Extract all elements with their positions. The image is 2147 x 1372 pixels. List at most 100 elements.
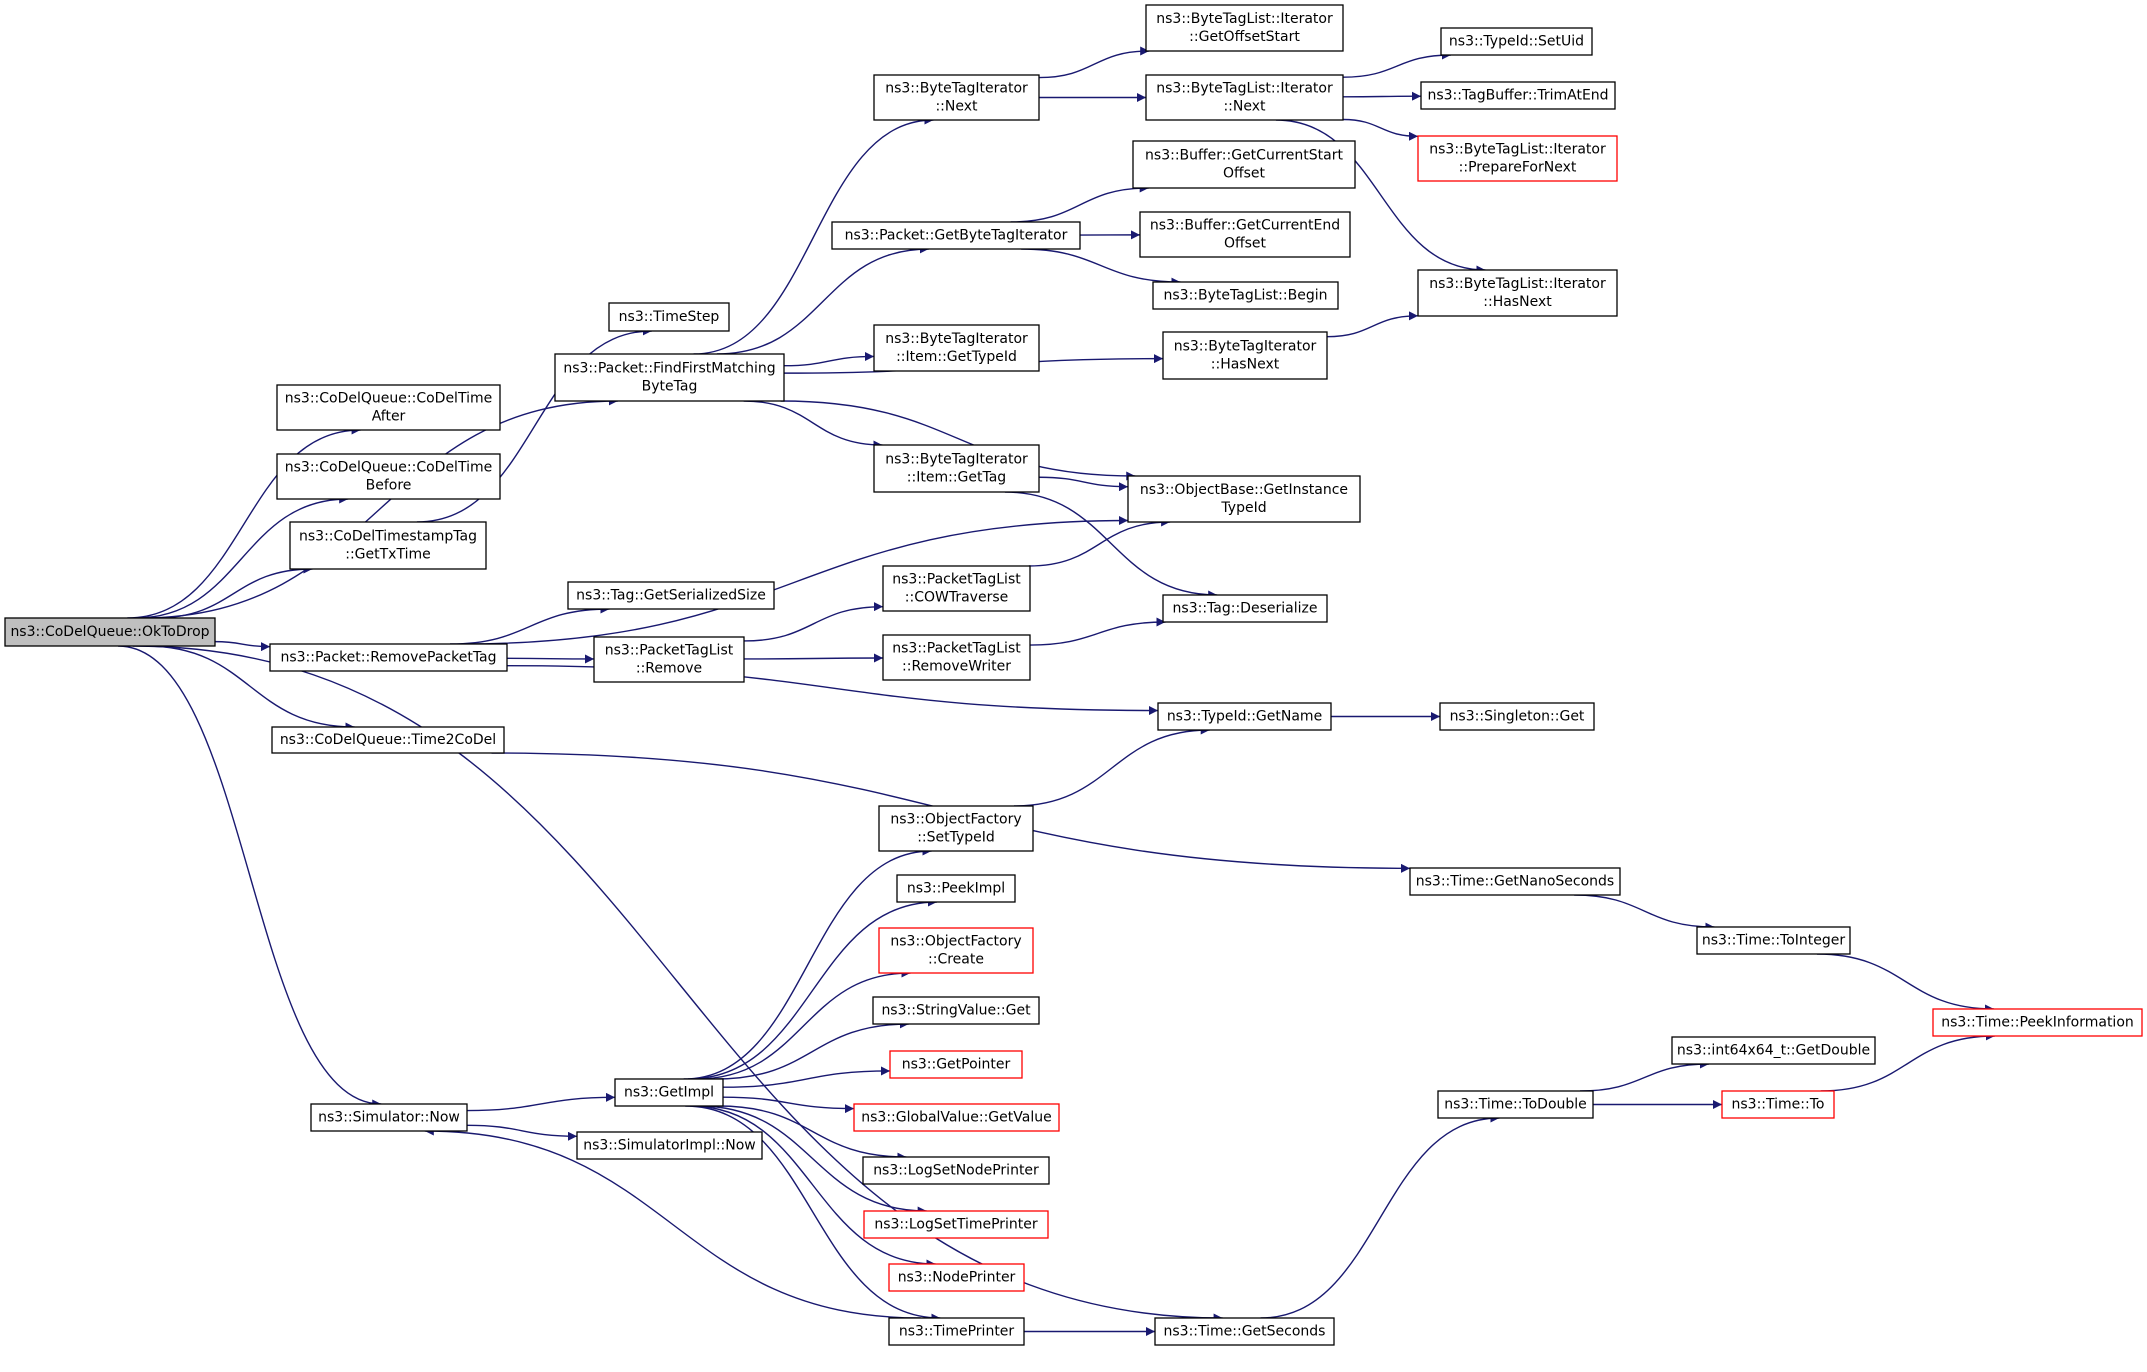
function-node-btlBegin[interactable]: ns3::ByteTagList::Begin xyxy=(1152,281,1339,310)
call-edge-btiHasNext-to-btlHasNext xyxy=(1326,311,1419,338)
node-label: ns3::ByteTagList::Iterator xyxy=(1156,11,1333,27)
function-node-nodePrinter[interactable]: ns3::NodePrinter xyxy=(888,1263,1025,1292)
function-node-ofSetTypeId[interactable]: ns3::ObjectFactory::SetTypeId xyxy=(878,805,1034,852)
function-node-int64GetDouble[interactable]: ns3::int64x64_t::GetDouble xyxy=(1671,1036,1876,1065)
function-node-stringValueGet[interactable]: ns3::StringValue::Get xyxy=(872,996,1040,1025)
function-node-timePeekInfo[interactable]: ns3::Time::PeekInformation xyxy=(1932,1008,2143,1037)
node-label: ns3::Time::ToInteger xyxy=(1702,933,1846,949)
function-node-timeGetNano[interactable]: ns3::Time::GetNanoSeconds xyxy=(1409,867,1621,896)
function-node-timeToDouble[interactable]: ns3::Time::ToDouble xyxy=(1437,1090,1594,1119)
function-node-btiItemGetTypeId[interactable]: ns3::ByteTagIterator::Item::GetTypeId xyxy=(873,324,1040,372)
function-node-btlHasNext[interactable]: ns3::ByteTagList::Iterator::HasNext xyxy=(1417,269,1618,317)
node-label: ns3::StringValue::Get xyxy=(881,1003,1031,1019)
node-label: ns3::Buffer::GetCurrentStart xyxy=(1145,148,1343,164)
call-edge-ptlCOW-to-obGetInstTypeId xyxy=(1028,517,1171,567)
function-node-gvGetValue[interactable]: ns3::GlobalValue::GetValue xyxy=(853,1103,1060,1132)
node-label: ns3::ObjectFactory xyxy=(890,934,1021,950)
call-edge-btlNext-to-typeIdSetUid xyxy=(1342,50,1451,78)
call-edge-getImpl-to-peekImpl xyxy=(687,897,938,1080)
call-edge-simNow-to-simImplNow xyxy=(466,1124,578,1141)
function-node-tagGetSerSize[interactable]: ns3::Tag::GetSerializedSize xyxy=(567,581,775,610)
function-node-btlNext[interactable]: ns3::ByteTagList::Iterator::Next xyxy=(1145,74,1344,121)
node-box xyxy=(1420,81,1616,110)
node-box xyxy=(882,634,1031,681)
node-box xyxy=(554,353,785,402)
node-box xyxy=(310,1103,468,1132)
function-node-btlPrepare[interactable]: ns3::ByteTagList::Iterator::PrepareForNe… xyxy=(1417,135,1618,182)
call-edges xyxy=(118,46,1995,1336)
call-edge-removePacketTag-to-obGetInstTypeId xyxy=(461,515,1129,645)
function-node-okToDrop[interactable]: ns3::CoDelQueue::OkToDrop xyxy=(4,617,216,647)
function-node-logSetNodePrinter[interactable]: ns3::LogSetNodePrinter xyxy=(862,1156,1050,1185)
function-nodes: ns3::CoDelQueue::OkToDropns3::CoDelQueue… xyxy=(4,4,2143,1346)
function-node-ptlRemove[interactable]: ns3::PacketTagList::Remove xyxy=(593,636,745,683)
function-node-timeStep[interactable]: ns3::TimeStep xyxy=(608,302,730,332)
node-label: ns3::Time::ToDouble xyxy=(1444,1097,1587,1113)
function-node-getBTI[interactable]: ns3::Packet::GetByteTagIterator xyxy=(831,221,1081,250)
function-node-timePrinter[interactable]: ns3::TimePrinter xyxy=(888,1317,1025,1346)
node-box xyxy=(276,384,501,431)
function-node-getPointer[interactable]: ns3::GetPointer xyxy=(889,1050,1023,1079)
call-edge-okToDrop-to-removePacketTag xyxy=(214,640,271,652)
node-label: ns3::ByteTagIterator xyxy=(885,81,1028,97)
node-label: ns3::GlobalValue::GetValue xyxy=(861,1110,1051,1126)
call-edge-getTxTime-to-timeStep xyxy=(416,326,652,523)
function-node-tagDeserialize[interactable]: ns3::Tag::Deserialize xyxy=(1162,594,1328,623)
function-node-logSetTimePrinter[interactable]: ns3::LogSetTimePrinter xyxy=(863,1210,1049,1239)
call-edge-timeTo-to-timePeekInfo xyxy=(1820,1031,1995,1092)
node-box xyxy=(853,1103,1060,1132)
node-box xyxy=(1932,1008,2143,1037)
call-edge-okToDrop-to-getTxTime xyxy=(154,564,313,619)
function-node-btiNext[interactable]: ns3::ByteTagIterator::Next xyxy=(873,74,1040,121)
function-node-btiItemGetTag[interactable]: ns3::ByteTagIterator::Item::GetTag xyxy=(873,444,1040,493)
function-node-time2CoDel[interactable]: ns3::CoDelQueue::Time2CoDel xyxy=(271,726,505,754)
function-node-getImpl[interactable]: ns3::GetImpl xyxy=(614,1078,724,1107)
function-node-timeToInteger[interactable]: ns3::Time::ToInteger xyxy=(1696,926,1851,955)
call-edge-btlNext-to-btlHasNext xyxy=(1275,119,1486,275)
function-node-ptlCOW[interactable]: ns3::PacketTagList::COWTraverse xyxy=(882,565,1031,612)
function-node-singletonGet[interactable]: ns3::Singleton::Get xyxy=(1439,702,1595,731)
function-node-ofCreate[interactable]: ns3::ObjectFactory::Create xyxy=(878,927,1034,974)
call-edge-getImpl-to-ofCreate xyxy=(696,968,911,1080)
function-node-getTxTime[interactable]: ns3::CoDelTimestampTag::GetTxTime xyxy=(289,521,487,570)
node-box xyxy=(1437,1090,1594,1119)
function-node-btlGetOffsetStart[interactable]: ns3::ByteTagList::Iterator::GetOffsetSta… xyxy=(1145,4,1344,52)
call-edge-getBTI-to-bufGetStart xyxy=(1010,183,1149,223)
function-node-simNow[interactable]: ns3::Simulator::Now xyxy=(310,1103,468,1132)
node-label: ns3::ByteTagIterator xyxy=(885,452,1028,468)
node-label: ::Remove xyxy=(636,661,702,677)
node-box xyxy=(608,302,730,332)
call-edge-ptlRemove-to-ptlCOW xyxy=(743,602,884,642)
function-node-timeTo[interactable]: ns3::Time::To xyxy=(1721,1090,1835,1119)
node-label: ns3::Packet::FindFirstMatching xyxy=(563,361,775,377)
call-edge-getImpl-to-getPointer xyxy=(722,1066,891,1088)
node-label: ByteTag xyxy=(642,379,698,395)
node-box xyxy=(873,324,1040,372)
call-edge-removePacketTag-to-tagGetSerSize xyxy=(450,604,610,645)
function-node-peekImpl[interactable]: ns3::PeekImpl xyxy=(896,874,1016,903)
node-label: ::PrepareForNext xyxy=(1459,160,1577,176)
function-node-timeGetSeconds[interactable]: ns3::Time::GetSeconds xyxy=(1154,1317,1335,1346)
node-label: ::RemoveWriter xyxy=(902,659,1011,675)
node-box xyxy=(889,1050,1023,1079)
node-label: ns3::GetImpl xyxy=(624,1085,714,1101)
call-edge-ptlRemove-to-ptlRemoveWriter xyxy=(743,653,884,663)
function-node-btiHasNext[interactable]: ns3::ByteTagIterator::HasNext xyxy=(1162,331,1328,380)
function-node-tagBufTrim[interactable]: ns3::TagBuffer::TrimAtEnd xyxy=(1420,81,1616,110)
node-box xyxy=(1145,74,1344,121)
function-node-simImplNow[interactable]: ns3::SimulatorImpl::Now xyxy=(576,1131,763,1160)
call-edge-timeGetSeconds-to-timeToDouble xyxy=(1260,1113,1500,1319)
function-node-typeIdGetName[interactable]: ns3::TypeId::GetName xyxy=(1157,702,1332,731)
node-label: ns3::ObjectBase::GetInstance xyxy=(1140,482,1348,498)
function-node-ptlRemoveWriter[interactable]: ns3::PacketTagList::RemoveWriter xyxy=(882,634,1031,681)
call-edge-okToDrop-to-time2CoDel xyxy=(146,645,355,732)
function-node-typeIdSetUid[interactable]: ns3::TypeId::SetUid xyxy=(1440,27,1593,56)
function-node-removePacketTag[interactable]: ns3::Packet::RemovePacketTag xyxy=(269,643,508,672)
